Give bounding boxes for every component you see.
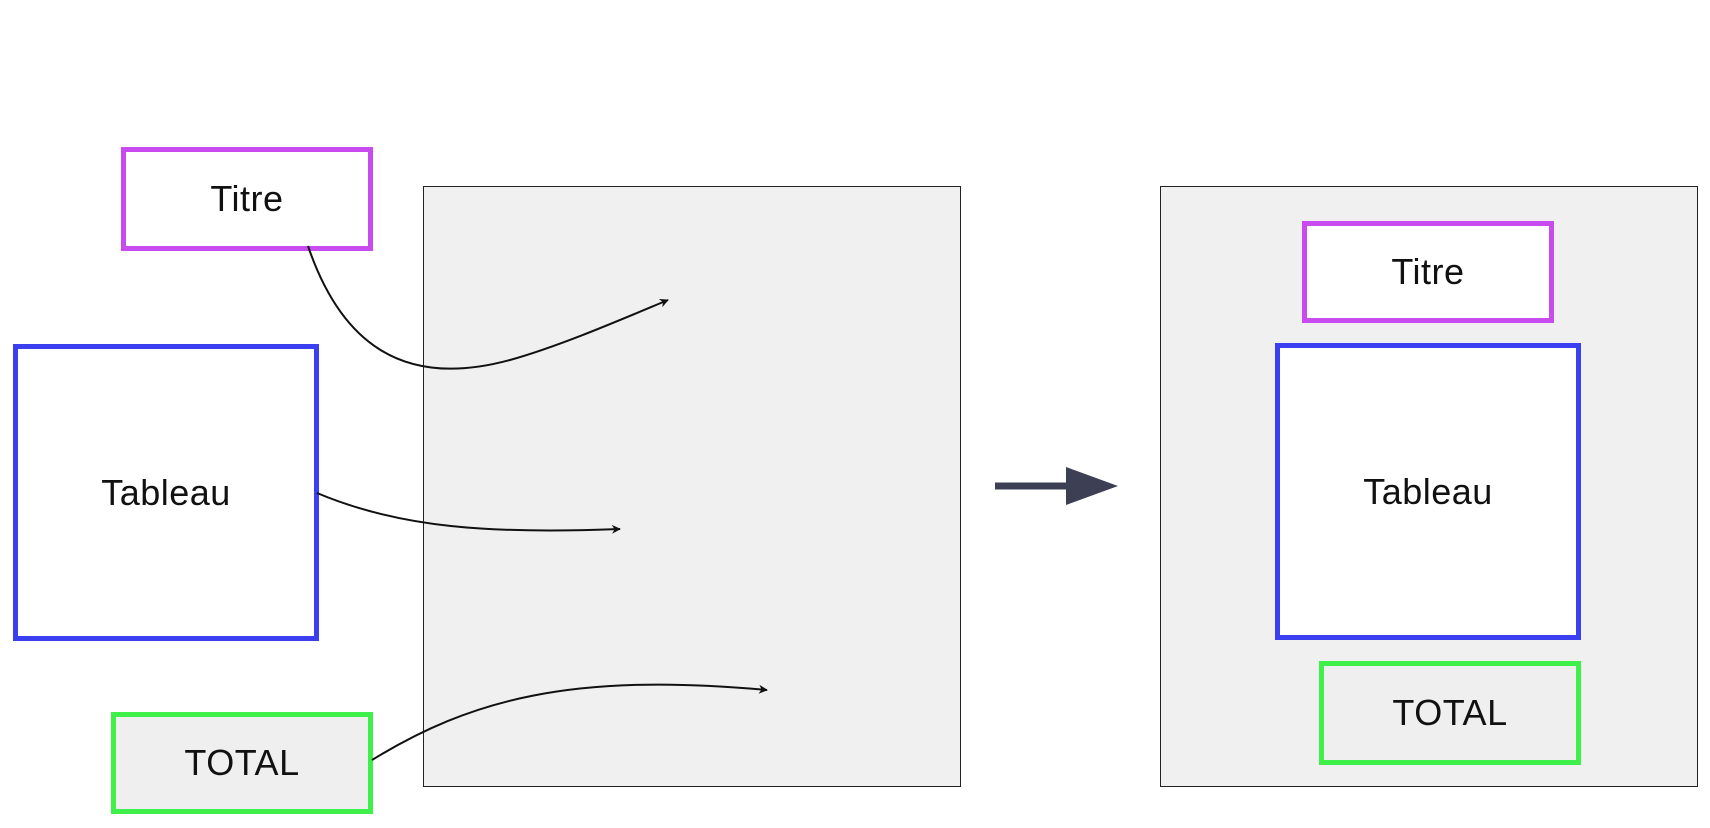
- source-titre-label: Titre: [210, 178, 284, 219]
- source-tableau-box: Tableau: [13, 344, 319, 641]
- source-total-box: TOTAL: [111, 712, 373, 814]
- result-titre-label: Titre: [1391, 251, 1465, 292]
- result-total-box: TOTAL: [1319, 661, 1581, 765]
- source-tableau-label: Tableau: [101, 471, 231, 513]
- result-tableau-box: Tableau: [1275, 343, 1581, 640]
- result-tableau-label: Tableau: [1363, 470, 1493, 512]
- result-total-label: TOTAL: [1392, 692, 1508, 733]
- transform-arrow: [995, 467, 1118, 505]
- result-titre-box: Titre: [1302, 221, 1554, 323]
- source-canvas-panel: [423, 186, 961, 787]
- source-titre-box: Titre: [121, 147, 373, 251]
- source-total-label: TOTAL: [184, 742, 300, 783]
